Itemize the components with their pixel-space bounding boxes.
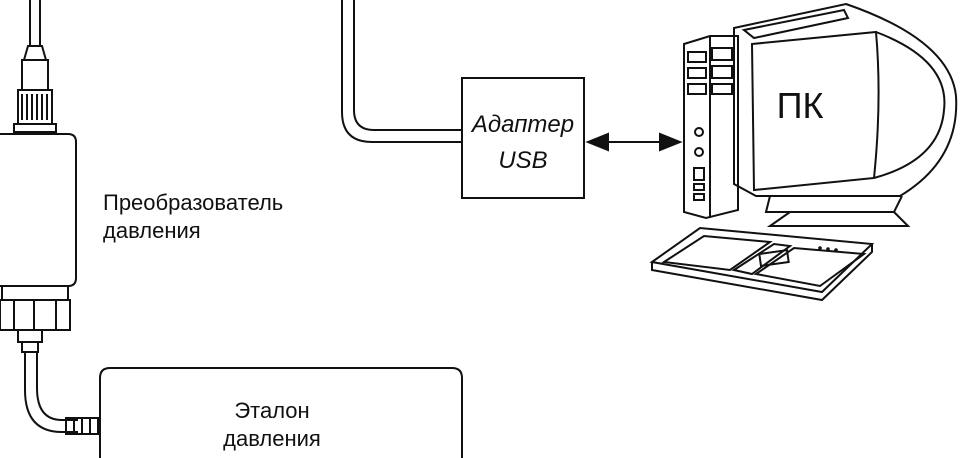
reference-device-body xyxy=(99,367,463,458)
transducer-label-line2: давления xyxy=(103,218,201,243)
pc-label: ПК xyxy=(777,85,824,126)
transducer-fitting xyxy=(0,285,71,353)
bidirectional-arrow xyxy=(585,132,683,152)
usb-adapter-box xyxy=(461,77,585,199)
transducer-label-line1: Преобразователь xyxy=(103,190,283,215)
reference-label-line2: давления xyxy=(223,426,321,451)
keyboard xyxy=(649,226,875,302)
transducer-top-cable xyxy=(22,0,48,61)
adapter-label-line1: Адаптер xyxy=(470,111,574,138)
adapter-cable xyxy=(341,0,462,143)
adapter-label-line2: USB xyxy=(498,147,547,174)
pc-monitor xyxy=(733,2,958,227)
pc-tower xyxy=(683,35,739,220)
transducer-connector xyxy=(13,59,57,133)
reference-label-line1: Эталон xyxy=(234,398,309,423)
pressure-tube xyxy=(24,352,78,433)
keyboard-indicators xyxy=(818,246,838,252)
transducer-body xyxy=(0,133,77,287)
reference-fitting xyxy=(65,417,99,435)
